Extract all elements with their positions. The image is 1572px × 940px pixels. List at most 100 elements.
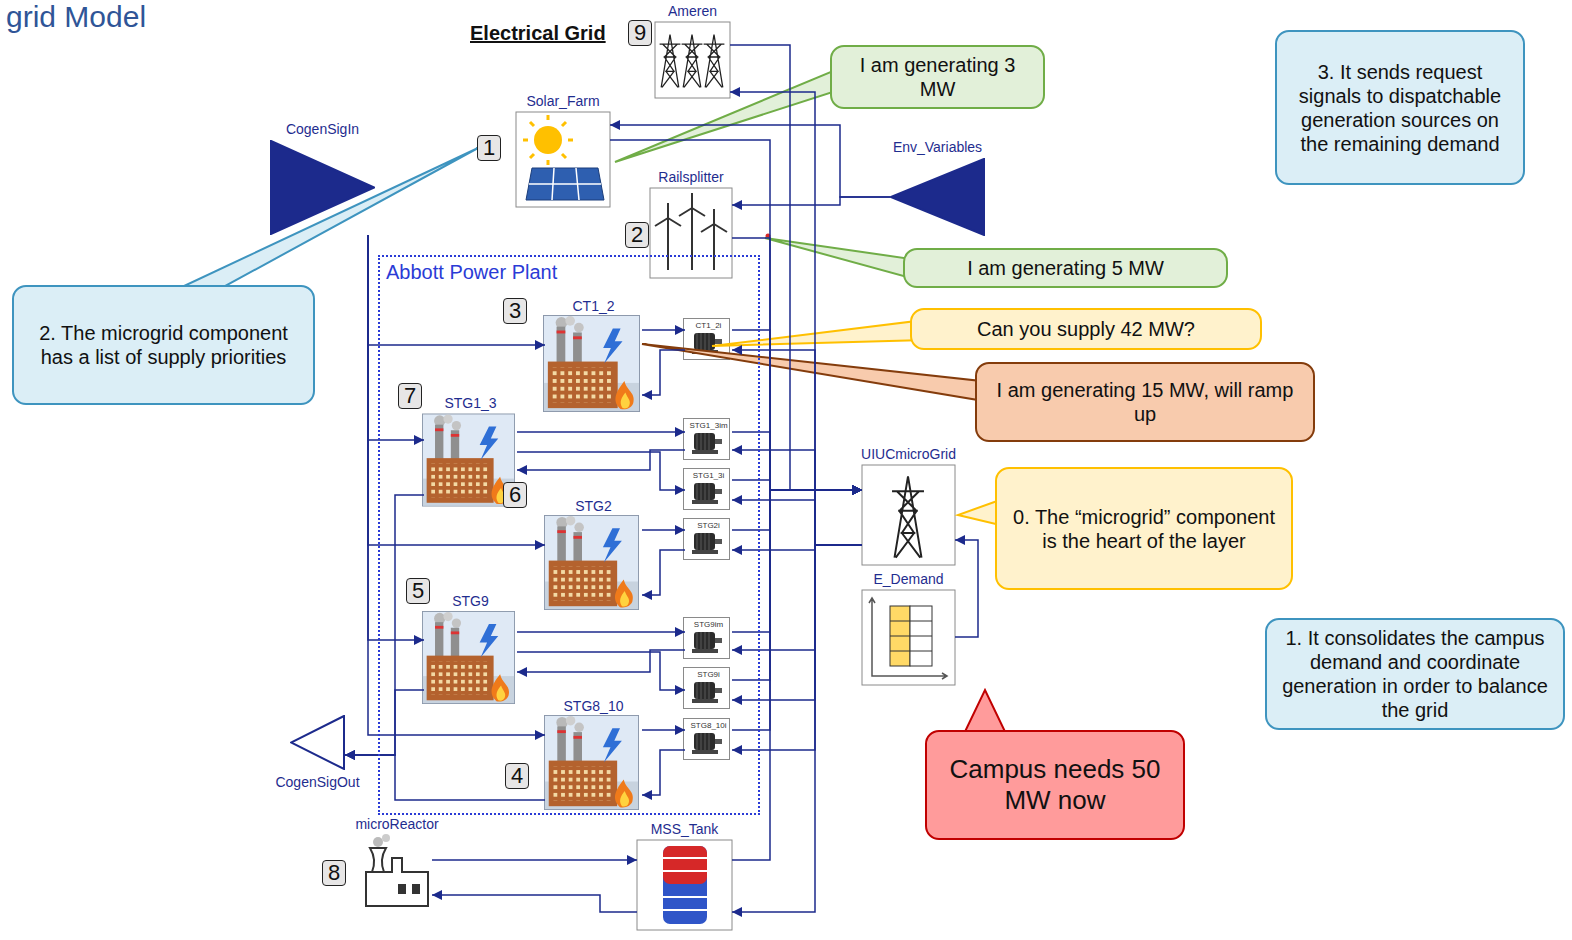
note-callout: 3. It sends request signals to dispatcha… bbox=[1275, 30, 1525, 185]
callout-text: Can you supply 42 MW? bbox=[922, 317, 1250, 341]
callout-number: 5 bbox=[406, 578, 430, 604]
supply-icon: Ameren bbox=[655, 22, 730, 98]
signal-wire bbox=[732, 500, 862, 545]
microgrid-hub: UIUCmicroGrid bbox=[862, 465, 955, 565]
signal-wire bbox=[517, 650, 685, 672]
signal-wire bbox=[732, 432, 862, 490]
generator-module: STG9im bbox=[685, 619, 732, 661]
port-triangle bbox=[890, 158, 985, 236]
generator-module: STG1_3i bbox=[685, 470, 732, 512]
generator-module: CT1_2i bbox=[685, 320, 732, 362]
ameren-icon bbox=[655, 22, 730, 98]
component-label: E_Demand bbox=[873, 571, 943, 587]
component-label: microReactor bbox=[355, 816, 438, 832]
callout-number: 7 bbox=[398, 383, 422, 409]
speech-callout: Campus needs 50 MW now bbox=[925, 730, 1185, 840]
speech-callout: Can you supply 42 MW? bbox=[910, 308, 1262, 350]
generator-icon: CT1_2 bbox=[545, 317, 642, 414]
component-label: CogenSigIn bbox=[286, 121, 359, 137]
signal-wire bbox=[642, 350, 685, 395]
output-port: CogenSigOut bbox=[290, 715, 345, 770]
port-shape bbox=[271, 141, 374, 234]
component-label: Solar_Farm bbox=[526, 93, 599, 109]
signal-wire bbox=[732, 490, 862, 632]
signal-wire bbox=[732, 545, 862, 912]
callout-text: 3. It sends request signals to dispatcha… bbox=[1287, 60, 1513, 156]
signal-wire bbox=[610, 125, 890, 197]
signal-wire bbox=[642, 750, 685, 795]
component-label: CT1_2i bbox=[685, 321, 732, 330]
callout-number: 9 bbox=[628, 20, 652, 46]
signal-wire bbox=[732, 238, 862, 490]
port-triangle bbox=[290, 715, 345, 770]
signal-wire bbox=[517, 652, 685, 690]
callout-text: Campus needs 50 MW now bbox=[937, 754, 1173, 816]
signal-wire bbox=[730, 45, 862, 490]
generator-icon: STG2 bbox=[545, 517, 642, 612]
speech-callout: 0. The “microgrid” component is the hear… bbox=[995, 467, 1293, 590]
input-port: Env_Variables bbox=[890, 158, 985, 236]
component-label: MSS_Tank bbox=[651, 821, 719, 837]
signal-wire bbox=[517, 452, 685, 490]
signal-wire bbox=[517, 631, 685, 633]
signal-wire bbox=[732, 197, 890, 205]
signal-wire bbox=[732, 330, 862, 490]
component-label: STG2i bbox=[685, 521, 732, 530]
wind-icon bbox=[650, 188, 732, 278]
note-callout: 2. The microgrid component has a list of… bbox=[12, 285, 315, 405]
component-label: STG8_10 bbox=[564, 698, 624, 714]
callout-number: 2 bbox=[625, 222, 649, 248]
signal-wire bbox=[642, 729, 685, 731]
component-label: CogenSigOut bbox=[275, 774, 359, 790]
signal-wire bbox=[732, 490, 862, 530]
port-triangle bbox=[270, 140, 375, 235]
component-label: Env_Variables bbox=[893, 139, 982, 155]
reactor-icon bbox=[366, 834, 428, 906]
tank-icon bbox=[637, 840, 732, 930]
signal-wire bbox=[732, 490, 862, 730]
speech-callout: I am generating 15 MW, will ramp up bbox=[975, 362, 1315, 442]
slide-title: grid Model bbox=[6, 0, 146, 34]
callout-text: I am generating 3 MW bbox=[842, 53, 1033, 101]
signal-wire bbox=[345, 495, 424, 755]
generator-module: STG9i bbox=[685, 669, 732, 711]
component-label: Railsplitter bbox=[658, 169, 723, 185]
speech-callout: I am generating 3 MW bbox=[830, 45, 1045, 109]
signal-wire bbox=[730, 92, 862, 545]
callout-number: 6 bbox=[503, 482, 527, 508]
generator-module: STG8_10i bbox=[685, 720, 732, 762]
input-port: CogenSigIn bbox=[270, 140, 375, 235]
signal-wire bbox=[517, 431, 685, 433]
generator-module: STG1_3im bbox=[685, 420, 732, 462]
component-label: STG9im bbox=[685, 620, 732, 629]
solar-icon bbox=[516, 112, 610, 207]
signal-wire bbox=[732, 480, 862, 490]
component-label: CT1_2 bbox=[572, 298, 614, 314]
demand-table: E_Demand bbox=[862, 590, 955, 685]
component-label: STG1_3 bbox=[444, 395, 496, 411]
diagram-title: Electrical Grid bbox=[470, 22, 606, 45]
callout-text: 1. It consolidates the campus demand and… bbox=[1277, 626, 1553, 722]
signal-wire bbox=[432, 895, 637, 912]
callout-text: I am generating 15 MW, will ramp up bbox=[987, 378, 1303, 426]
reactor-icon: microReactor bbox=[362, 835, 432, 910]
signal-wire bbox=[517, 450, 685, 470]
signal-wire bbox=[955, 540, 978, 637]
component-label: UIUCmicroGrid bbox=[861, 446, 956, 462]
wind-farm: Railsplitter bbox=[650, 188, 732, 278]
port-shape bbox=[291, 716, 344, 769]
signal-wire bbox=[732, 545, 862, 650]
region-title: Abbott Power Plant bbox=[386, 260, 557, 284]
signal-wire bbox=[642, 550, 685, 595]
signal-wire bbox=[732, 545, 862, 700]
signal-wire bbox=[642, 529, 685, 531]
signal-wire bbox=[432, 859, 637, 861]
signal-wire bbox=[732, 350, 862, 545]
generator-module: STG2i bbox=[685, 520, 732, 562]
signal-wire bbox=[610, 140, 862, 490]
signal-wire bbox=[642, 329, 685, 331]
speech-callout: I am generating 5 MW bbox=[903, 248, 1228, 288]
component-label: STG9i bbox=[685, 670, 732, 679]
component-label: STG1_3i bbox=[685, 471, 732, 480]
